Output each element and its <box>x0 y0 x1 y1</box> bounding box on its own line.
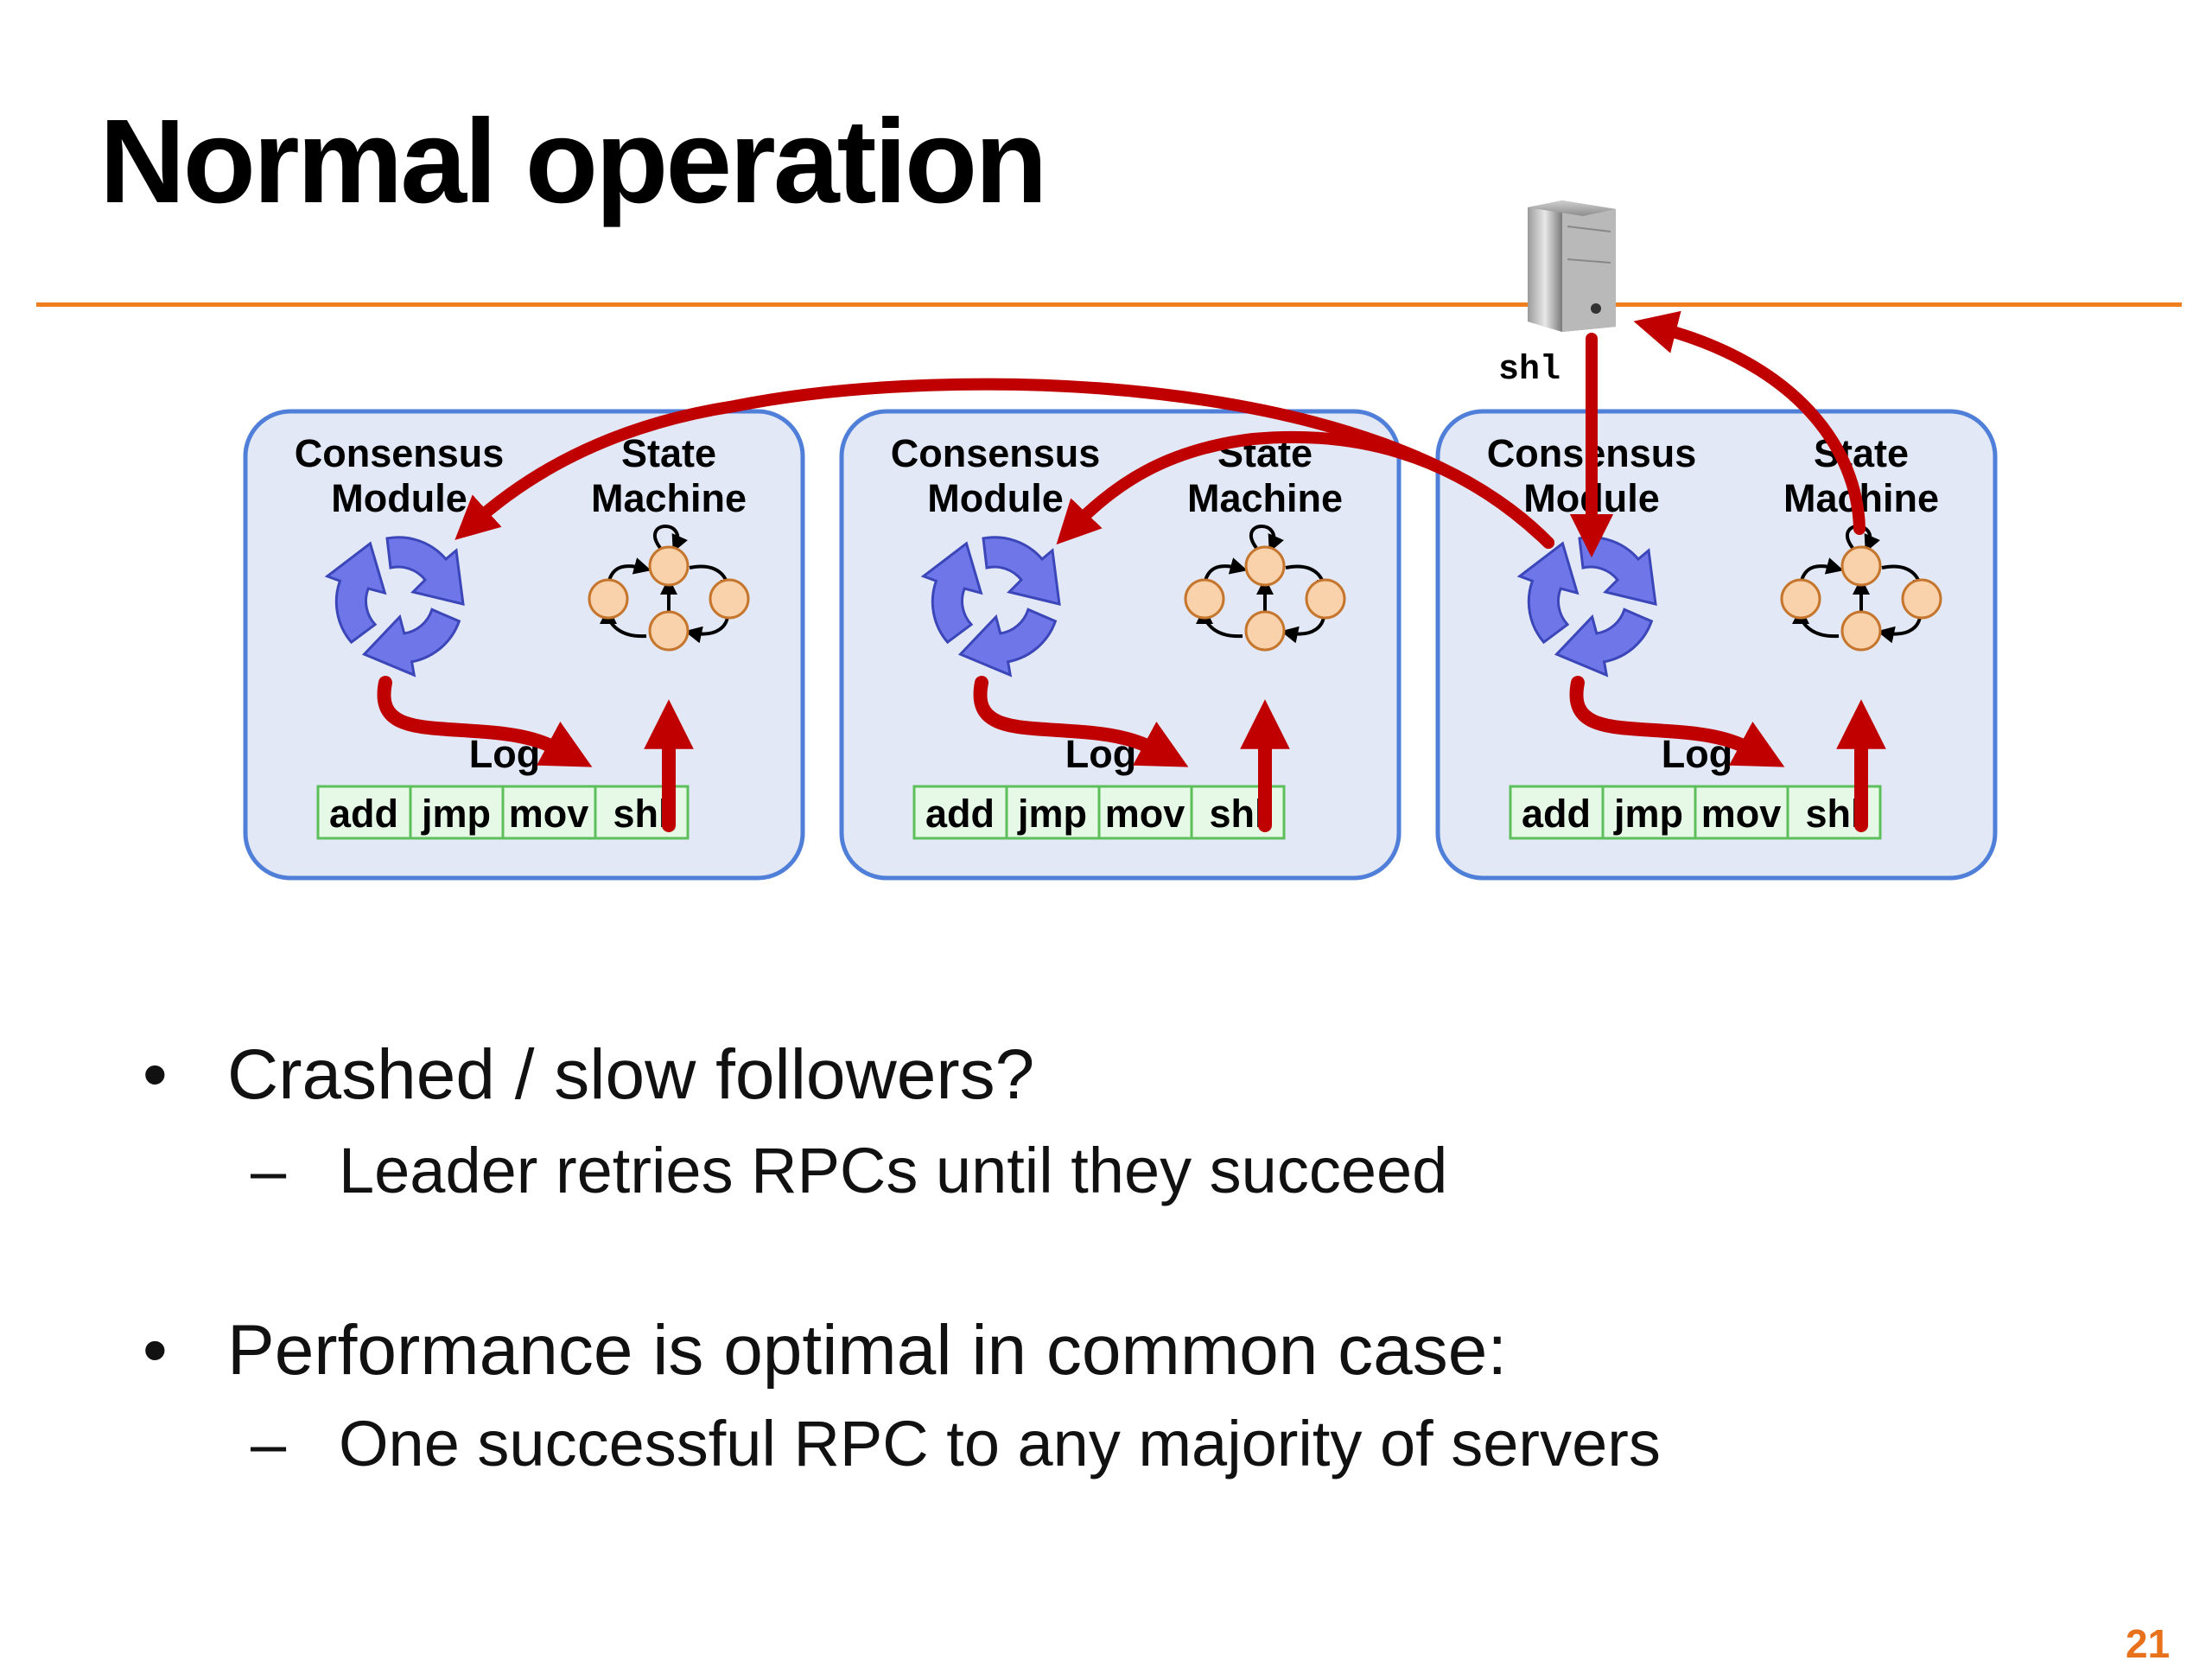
log-entry-text: jmp <box>1613 792 1683 836</box>
log-entry <box>1097 785 1193 840</box>
result-to-client-arrow <box>1633 310 1866 535</box>
log-entry-text: add <box>1522 792 1591 836</box>
leader-to-follower-2-arrow <box>1056 430 1554 549</box>
state-machine-label: State <box>621 431 716 475</box>
server-contents: Consensus Module State Machine Log <box>295 431 750 840</box>
log-entry-text: add <box>925 792 995 836</box>
server-contents: Consensus Module State Machine Log <box>891 431 1346 840</box>
consensus-to-log-arrow <box>1569 676 1785 767</box>
page-number: 21 <box>2126 1621 2171 1666</box>
log-entry-text: shl <box>1805 792 1861 836</box>
consensus-cycle-icon <box>907 536 1061 690</box>
log-entry-text: jmp <box>421 792 491 836</box>
log-entry <box>501 785 597 840</box>
log-entry-text: shl <box>1209 792 1265 836</box>
state-machine-label: Machine <box>1187 476 1343 520</box>
state-machine-icon <box>1780 525 1942 652</box>
consensus-module-label: Module <box>927 476 1063 520</box>
consensus-module-label: Module <box>331 476 467 520</box>
log-entry-text: shl <box>613 792 669 836</box>
title-divider <box>36 302 2182 307</box>
log-entry <box>316 785 412 840</box>
slide-title: Normal operation <box>99 95 1047 228</box>
state-machine-label: Machine <box>591 476 747 520</box>
log-entry-text: mov <box>509 792 589 836</box>
state-machine-icon <box>588 525 750 652</box>
log: add jmp mov shl <box>316 785 690 840</box>
server-icon <box>1528 200 1616 332</box>
log-entry-text: mov <box>1701 792 1782 836</box>
log-entry <box>1694 785 1789 840</box>
log-entry-text: mov <box>1105 792 1185 836</box>
client-command-label: shl <box>1498 351 1560 390</box>
consensus-to-log-arrow <box>377 676 593 767</box>
consensus-to-log-arrow <box>973 676 1189 767</box>
state-machine-icon <box>1184 525 1346 652</box>
consensus-cycle-icon <box>311 536 465 690</box>
server-contents: Consensus Module State Machine Log <box>1487 431 1942 840</box>
log: add jmp mov shl <box>912 785 1286 840</box>
log: add jmp mov shl <box>1509 785 1882 840</box>
consensus-module-label: Consensus <box>295 431 505 475</box>
client-computer: shl <box>1498 200 1616 390</box>
log-entry <box>409 785 505 840</box>
consensus-module-label: Consensus <box>891 431 1101 475</box>
log-entry-text: add <box>329 792 398 836</box>
log-entry-text: jmp <box>1017 792 1087 836</box>
